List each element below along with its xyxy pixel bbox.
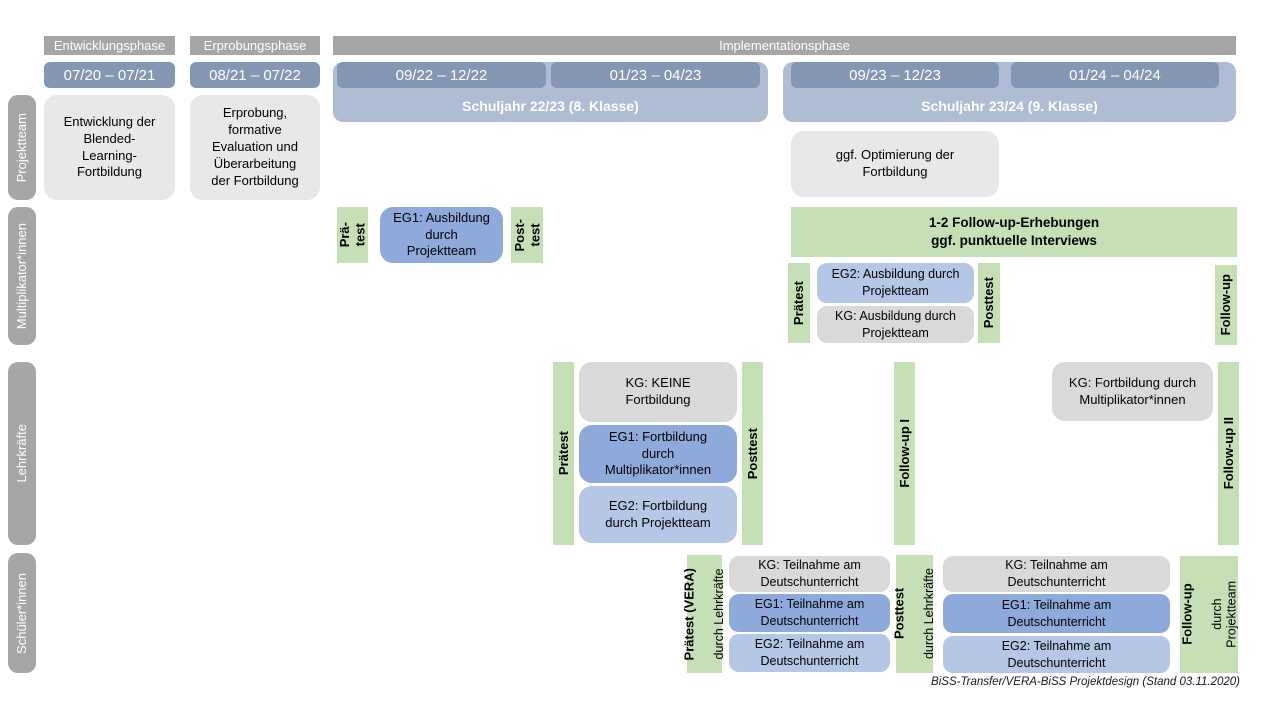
bar-praetest-lehrkraefte: Prätest [553,362,574,545]
phase-header-implementationsphase: Implementationsphase [333,36,1236,55]
box-eg2-fortbildung-projektteam: EG2: Fortbildung durch Projektteam [579,486,737,543]
box-eg2-teilnahme-term1: EG2: Teilnahme am Deutschunterricht [729,634,890,672]
bar-followup-2-lehrkraefte: Follow-up II [1218,362,1239,545]
date-range-0720-0721: 07/20 – 07/21 [44,62,175,88]
bar-posttest-multiplikator-right: Posttest [978,263,1000,343]
box-entwicklung-fortbildung: Entwicklung der Blended- Learning- Fortb… [44,95,175,200]
box-eg2-teilnahme-term2: EG2: Teilnahme am Deutschunterricht [943,636,1170,673]
box-kg-ausbildung-projektteam: KG: Ausbildung durch Projektteam [817,306,974,343]
box-erprobung-evaluation: Erprobung, formative Evaluation und Über… [190,95,320,200]
diagram-caption: BiSS-Transfer/VERA-BiSS Projektdesign (S… [931,676,1240,688]
bar-praetest-vera-schueler: Prätest (VERA) durch Lehrkräfte [682,555,726,673]
box-eg2-ausbildung-projektteam: EG2: Ausbildung durch Projektteam [817,263,974,303]
row-label-lehrkraefte: Lehrkräfte [8,362,36,545]
phase-header-erprobungsphase: Erprobungsphase [190,36,320,55]
bar-posttest-schueler: Posttest durch Lehrkräfte [892,555,936,673]
row-label-projektteam: Projektteam [8,95,36,200]
bar-followup-1-lehrkraefte: Follow-up I [894,362,915,545]
box-kg-teilnahme-term1: KG: Teilnahme am Deutschunterricht [729,556,890,592]
row-label-schuelerinnen: Schüler*innen [8,553,36,673]
bar-praetest-multiplikator-left: Prä- test [337,207,368,263]
date-range-0123-0423: 01/23 – 04/23 [551,62,760,88]
box-kg-keine-fortbildung: KG: KEINE Fortbildung [579,362,737,422]
bar-praetest-multiplikator-right: Prätest [788,263,810,343]
date-range-0922-1222: 09/22 – 12/22 [337,62,546,88]
box-followup-erhebungen: 1-2 Follow-up-Erhebungen ggf. punktuelle… [791,207,1237,257]
bar-posttest-multiplikator-left: Post- test [511,207,543,263]
bar-posttest-lehrkraefte: Posttest [742,362,763,545]
date-range-0124-0424: 01/24 – 04/24 [1011,62,1219,88]
box-kg-teilnahme-term2: KG: Teilnahme am Deutschunterricht [943,556,1170,592]
bar-followup-schueler: Follow-up durch Projektteam [1179,556,1238,673]
row-label-multiplikatorinnen: Multiplikator*innen [8,207,36,345]
phase-header-entwicklungsphase: Entwicklungsphase [44,36,175,55]
box-eg1-ausbildung-projektteam: EG1: Ausbildung durch Projektteam [380,207,503,263]
date-range-0821-0722: 08/21 – 07/22 [190,62,320,88]
box-eg1-teilnahme-term2: EG1: Teilnahme am Deutschunterricht [943,594,1170,633]
date-range-0923-1223: 09/23 – 12/23 [791,62,999,88]
box-kg-fortbildung-multiplikatorinnen: KG: Fortbildung durch Multiplikator*inne… [1052,362,1213,421]
bar-followup-multiplikator: Follow-up [1215,265,1237,345]
box-ggf-optimierung: ggf. Optimierung der Fortbildung [791,131,999,197]
box-eg1-teilnahme-term1: EG1: Teilnahme am Deutschunterricht [729,594,890,632]
box-eg1-fortbildung-multiplikatorinnen: EG1: Fortbildung durch Multiplikator*inn… [579,425,737,483]
